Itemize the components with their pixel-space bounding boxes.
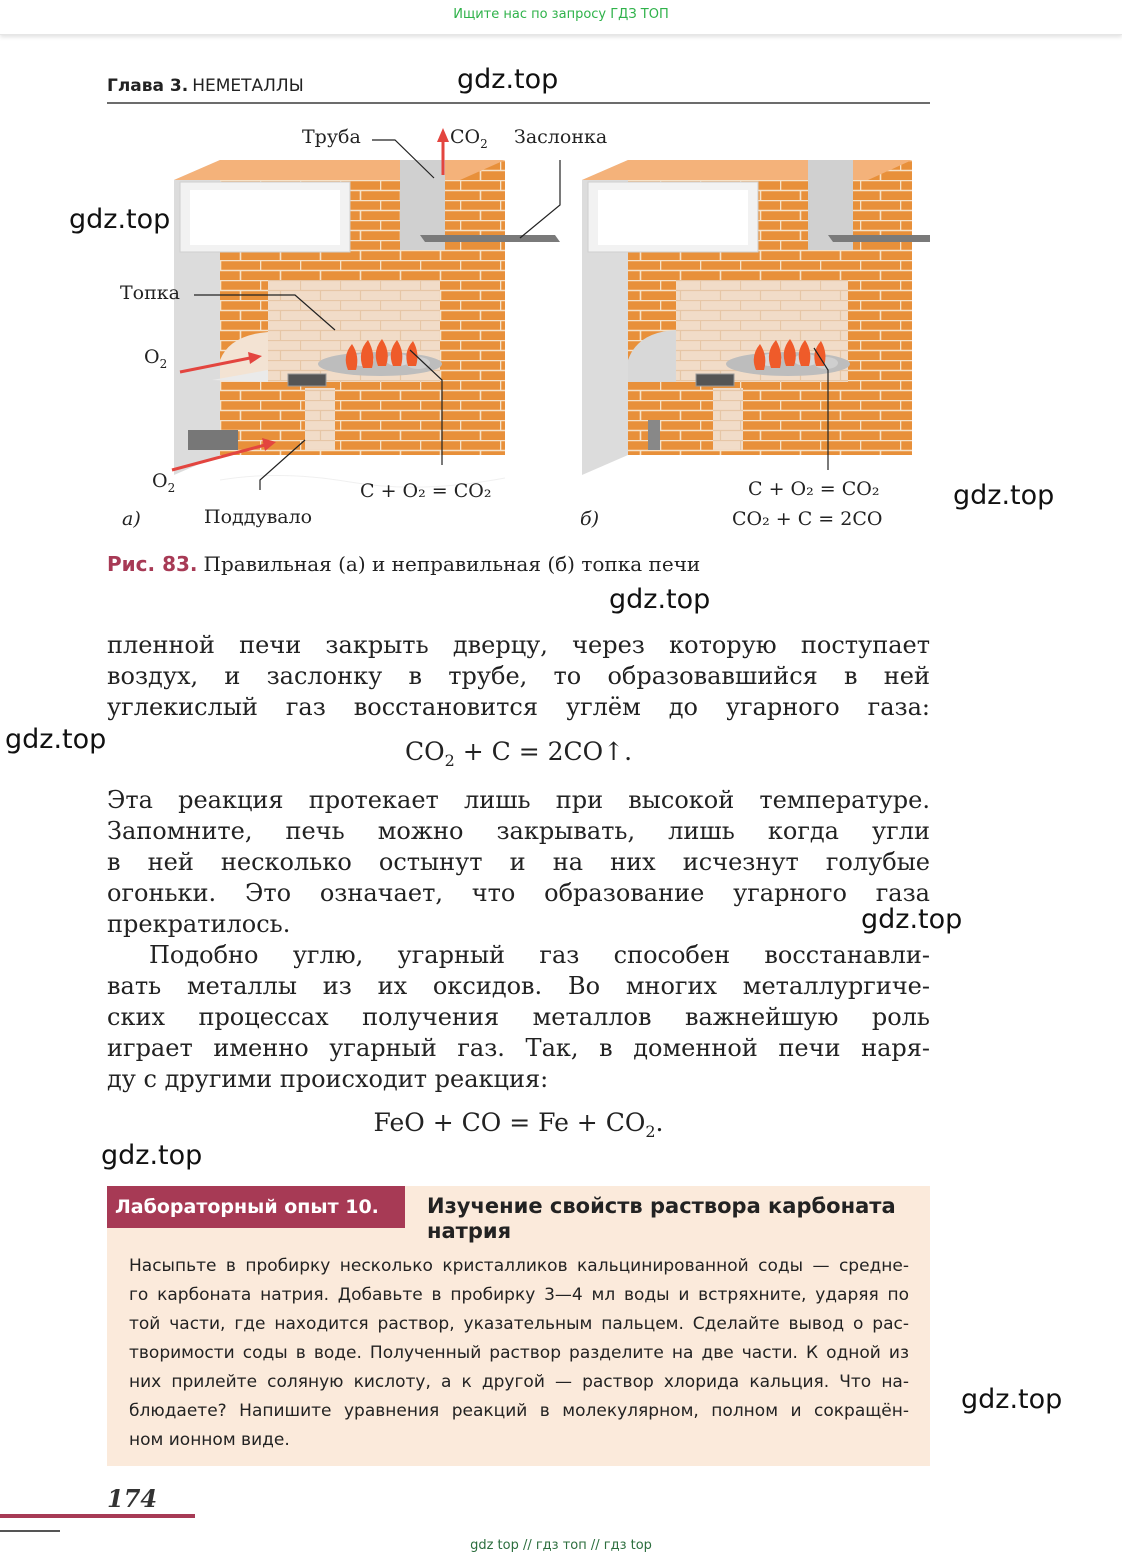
text-line: пленной печи закрыть дверцу, через котор… [107,631,930,659]
chapter-title: НЕМЕТАЛЛЫ [192,76,304,96]
text-line: Запомните, печь можно закрывать, лишь ко… [107,817,930,845]
paragraph-1: пленной печи закрыть дверцу, через котор… [107,630,930,723]
text-line: творимости соды в воде. Полученный раств… [129,1343,909,1363]
text-line: Эта реакция протекает лишь при высокой т… [107,786,930,814]
watermark: gdz.top [861,904,963,935]
text-line: блюдаете? Напишите уравнения реакций в м… [129,1401,909,1421]
label-blower: Поддувало [204,506,313,528]
label-o2-top: O2 [144,346,168,371]
airflow-arrows-a [171,128,449,472]
text-line: ном ионном виде. [129,1430,290,1450]
label-reaction-a: C + O₂ = CO₂ [360,480,492,502]
label-o2-bottom: O2 [152,470,176,495]
equation-co2-reduction: CO2 + C = 2CO↑. [404,737,633,770]
text-line: Подобно углю, угарный газ способен восст… [149,941,930,969]
top-banner: Ищите нас по запросу ГДЗ ТОП [0,0,1122,35]
text-line: вать металлы из их оксидов. Во многих ме… [107,972,930,1000]
flames-a [345,339,418,370]
leader-lines-a [194,139,561,490]
watermark: gdz.top [69,204,171,235]
text-line: них прилейте соляную кислоту, а к другой… [129,1372,909,1392]
label-co2-out: CO2 [450,126,488,151]
text-line: Насыпьте в пробирку несколько кристаллик… [129,1256,909,1276]
text-line: ду с другими происходит реакция: [107,1065,549,1093]
lab-badge: Лабораторный опыт 10. [107,1186,405,1228]
chapter-header: Глава 3.НЕМЕТАЛЛЫ [107,74,930,104]
text-line: воздух, и заслонку в трубе, то образовав… [107,662,930,690]
text-line: играет именно угарный газ. Так, в доменн… [107,1034,930,1062]
leader-lines-b [813,347,829,470]
paragraph-2: Эта реакция протекает лишь при высокой т… [107,785,930,940]
stove-figure: Труба CO2 Заслонка Топка O2 O2 C + O₂ = … [100,120,940,544]
text-line: той части, где находится раствор, указат… [129,1314,909,1334]
figure-caption-label: Рис. 83. [107,552,198,576]
figure-caption-text: Правильная (а) и неправильная (б) топка … [203,552,701,576]
lab-experiment-box: Лабораторный опыт 10. Изучение свойств р… [107,1186,930,1466]
watermark: gdz.top [5,724,107,755]
chapter-label: Глава 3.НЕМЕТАЛЛЫ [107,76,304,96]
label-reaction-b2: CO₂ + C = 2CO [732,508,883,530]
label-pipe: Труба [302,126,361,148]
page-number: 174 [107,1484,158,1513]
lab-title: Изучение свойств раствора карбоната натр… [427,1194,896,1243]
text-line: углекислый газ восстановится углём до уг… [107,693,930,721]
label-panel-b: б) [580,508,600,530]
chapter-number: Глава 3. [107,76,189,96]
stove-b [582,160,930,480]
stove-a [174,160,560,488]
label-damper: Заслонка [514,126,608,148]
flames-b [753,339,826,370]
label-firebox: Топка [120,282,180,304]
stove-illustration [171,128,930,490]
label-reaction-b1: C + O₂ = CO₂ [748,478,880,500]
watermark: gdz.top [609,584,711,615]
text-line: огоньки. Это означает, что образование у… [107,879,930,907]
label-panel-a: а) [122,508,141,530]
lab-instructions: Насыпьте в пробирку несколько кристаллик… [129,1252,909,1455]
text-line: в ней несколько остынут и на них исчезну… [107,848,930,876]
text-line: ских процессах получения металлов важней… [107,1003,930,1031]
page-number-rule [0,1514,195,1518]
equation-feo-reduction: FeO + CO = Fe + CO2. [373,1108,664,1141]
watermark: gdz.top [953,480,1055,511]
watermark: gdz.top [101,1140,203,1171]
top-banner-text: Ищите нас по запросу ГДЗ ТОП [453,7,669,22]
watermark: gdz.top [961,1384,1063,1415]
text-line: го карбоната натрия. Добавьте в пробирку… [129,1285,909,1305]
text-line: прекратилось. [107,910,291,938]
footer-links[interactable]: gdz top // гдз топ // гдз top [470,1538,652,1553]
figure-caption: Рис. 83.Правильная (а) и неправильная (б… [107,552,700,576]
page-bottom-rule [0,1530,60,1532]
paragraph-3: Подобно углю, угарный газ способен восст… [107,940,930,1095]
watermark: gdz.top [457,64,559,95]
